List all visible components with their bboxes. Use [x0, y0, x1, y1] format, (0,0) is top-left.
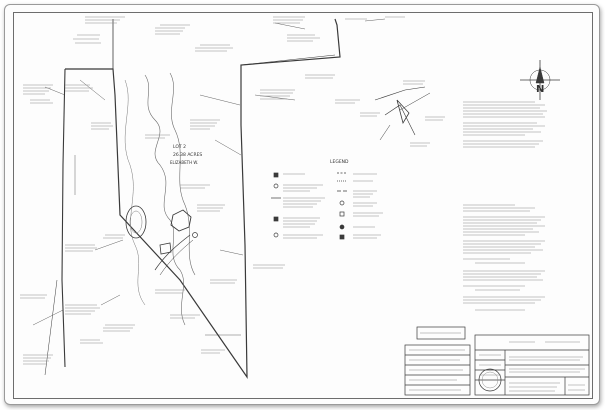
property-boundary-left [61, 68, 66, 368]
driveway-edge [159, 239, 194, 276]
north-arrow [520, 60, 560, 100]
pond-inner [129, 210, 143, 234]
property-boundary [65, 18, 341, 379]
north-arrow-letter: N [536, 84, 544, 95]
outbuilding [159, 242, 172, 255]
title-block [404, 326, 590, 396]
legend-title: LEGEND [330, 159, 349, 165]
well-symbol [192, 232, 198, 238]
lot-area: 26.38 ACRES [173, 152, 202, 158]
lot-label: LOT 2 [173, 144, 186, 150]
tree-line-3 [124, 79, 146, 306]
survey-plan-drawing: LOT 2 26.38 ACRES ELIZABETH W. LEGEND N [20, 16, 590, 396]
tree-line-2 [169, 72, 196, 276]
drawing-sheet: LOT 2 26.38 ACRES ELIZABETH W. LEGEND N [4, 4, 600, 405]
note-text-lines [20, 16, 585, 392]
pond [125, 205, 147, 239]
drawing-border [13, 12, 593, 399]
tree-line [144, 74, 186, 326]
driveway [154, 234, 191, 271]
location-inset [374, 86, 431, 141]
house-footprint [170, 209, 192, 232]
legend-symbols [271, 172, 347, 240]
lot-owner: ELIZABETH W. [170, 160, 198, 165]
upper-road-line [240, 54, 336, 66]
